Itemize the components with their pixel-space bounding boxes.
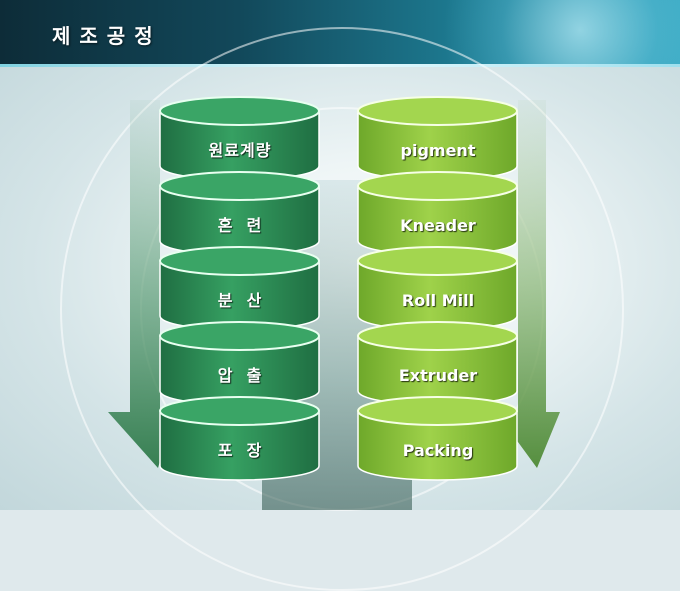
left-flow-arrow <box>108 100 174 468</box>
right-stack-cylinder-2 <box>357 171 518 256</box>
left-stack-cylinder-5 <box>159 396 320 481</box>
right-stack-label-2: Kneader <box>400 215 476 235</box>
left-stack-cylinder-2 <box>159 171 320 256</box>
right-stack-label-1: pigment <box>400 140 476 160</box>
right-flow-arrow <box>496 100 560 468</box>
left-stack-label-1: 원료계량 <box>208 140 272 160</box>
right-stack-cylinder-4 <box>357 321 518 406</box>
left-stack-label-4: 압 출 <box>217 365 263 385</box>
left-stack-cylinder-3 <box>159 246 320 331</box>
right-stack-label-3: Roll Mill <box>401 290 475 310</box>
left-stack-label-3: 분 산 <box>217 290 263 310</box>
page-title: 제조공정 <box>52 24 162 48</box>
right-stack-cylinder-5 <box>357 396 518 481</box>
left-stack-label-2: 혼 련 <box>217 215 263 235</box>
right-stack-label-5: Packing <box>402 440 474 460</box>
left-stack-cylinder-1 <box>159 96 320 181</box>
left-stack-label-5: 포 장 <box>217 440 263 460</box>
right-stack-cylinder-3 <box>357 246 518 331</box>
right-stack-cylinder-1 <box>357 96 518 181</box>
left-stack-cylinder-4 <box>159 321 320 406</box>
header-glow <box>420 0 680 64</box>
process-diagram <box>108 96 560 481</box>
right-stack-label-4: Extruder <box>398 365 478 385</box>
